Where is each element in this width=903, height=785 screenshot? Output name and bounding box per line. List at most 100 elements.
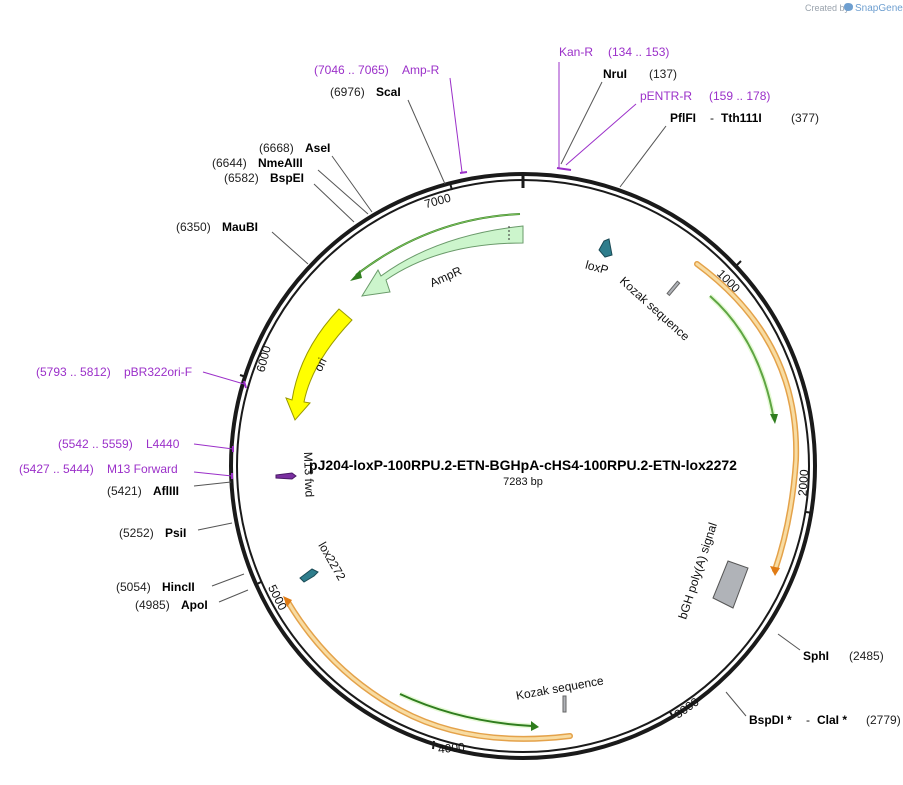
psii-name[interactable]: PsiI (165, 526, 186, 540)
nrui-pos: (137) (649, 67, 677, 81)
orf-right-fill (695, 262, 798, 572)
primer-markers (231, 167, 572, 479)
loxp-feature[interactable]: loxP (584, 238, 613, 277)
maubi-name[interactable]: MauBI (222, 220, 258, 234)
ampr-feature[interactable]: AmpR (350, 213, 524, 297)
scai-pos: (6976) (330, 85, 365, 99)
l4440-primer-name[interactable]: L4440 (146, 437, 180, 451)
tth111i-name[interactable]: Tth111I (721, 111, 762, 125)
pflfi-sep: - (710, 111, 714, 125)
hincii-name[interactable]: HincII (162, 580, 195, 594)
ampr-orf-highlight (355, 213, 521, 276)
pflfi-name[interactable]: PflFI (670, 111, 696, 125)
kozak1-marker[interactable] (666, 280, 681, 297)
ori-arrow[interactable] (285, 308, 353, 421)
m13-leader (193, 471, 233, 477)
bspei-leader (313, 183, 355, 223)
scai-name[interactable]: ScaI (376, 85, 401, 99)
maubi-pos: (6350) (176, 220, 211, 234)
kanr-primer-range: (134 .. 153) (608, 45, 669, 59)
bspdi-name[interactable]: BspDI * (749, 713, 792, 727)
plasmid-name: pJ204-loxP-100RPU.2-ETN-BGHpA-cHS4-100RP… (309, 457, 737, 473)
tick-labels: 1000 2000 3000 4000 5000 6000 7000 (253, 191, 811, 757)
pflfi-pos: (377) (791, 111, 819, 125)
pbr322-primer-range: (5793 .. 5812) (36, 365, 111, 379)
ampr-arrow[interactable] (361, 225, 524, 297)
pbr322-primer-name[interactable]: pBR322ori-F (124, 365, 192, 379)
m13-primer-name[interactable]: M13 Forward (107, 462, 178, 476)
nmeaiii-name[interactable]: NmeAIII (258, 156, 303, 170)
clai-name[interactable]: ClaI * (817, 713, 847, 727)
m13fwd-feature[interactable]: M13 fwd (275, 452, 317, 498)
kanr-primer-name[interactable]: Kan-R (559, 45, 593, 59)
tick-label-2000: 2000 (795, 469, 811, 497)
nmeaiii-leader (317, 169, 369, 215)
sphi-leader (777, 633, 801, 651)
ampr-primer-leader (449, 77, 463, 173)
orf-right-arrowhead (770, 566, 780, 576)
snapgene-branding: Created by SnapGene (805, 3, 903, 14)
l4440-leader (193, 443, 234, 450)
m13-primer-range: (5427 .. 5444) (19, 462, 94, 476)
tick-label-7000: 7000 (423, 191, 453, 212)
ori-label: ori (311, 356, 329, 374)
pbr322-primer-mark (243, 380, 247, 389)
bspei-name[interactable]: BspEI (270, 171, 304, 185)
asei-pos: (6668) (259, 141, 294, 155)
plasmid-length: 7283 bp (503, 476, 543, 488)
ori-feature[interactable]: ori (285, 308, 353, 421)
scai-leader (407, 99, 446, 185)
aflii-leader (193, 481, 232, 487)
nmeaiii-pos: (6644) (212, 156, 247, 170)
orf-bottom-feature[interactable] (283, 596, 573, 742)
m13fwd-label: M13 fwd (301, 452, 317, 498)
orf-bottom-fill (286, 600, 572, 741)
loxp-arrow[interactable] (598, 238, 613, 258)
bgh-block[interactable] (712, 560, 749, 609)
pbr322-leader (202, 371, 245, 385)
tick-3000 (669, 711, 675, 719)
pentrr-primer-name[interactable]: pENTR-R (640, 89, 692, 103)
tick-5000 (254, 581, 262, 586)
lox2272-label: lox2272 (315, 540, 348, 584)
pflfi-leader (619, 125, 667, 188)
bspdi-pos: (2779) (866, 713, 901, 727)
nrui-name[interactable]: NruI (603, 67, 627, 81)
kanr-primer-mark (556, 167, 572, 171)
lox2272-arrow[interactable] (299, 568, 319, 583)
ampr-primer-name[interactable]: Amp-R (402, 63, 440, 77)
kozak2-feature[interactable]: Kozak sequence (515, 673, 605, 713)
orf-right-feature[interactable] (694, 261, 800, 576)
orf-right-green (709, 295, 775, 421)
orf-bottom-arrowhead (283, 596, 292, 607)
leader-lines (193, 62, 801, 717)
bgh-feature[interactable]: bGH poly(A) signal (676, 521, 749, 621)
l4440-primer-range: (5542 .. 5559) (58, 437, 133, 451)
snapgene-logo-icon (844, 3, 853, 11)
snapgene-name: SnapGene (855, 3, 903, 14)
bspei-pos: (6582) (224, 171, 259, 185)
ticks (239, 182, 814, 750)
orf-bottom-outline[interactable] (285, 599, 573, 742)
ampr-primer-range: (7046 .. 7065) (314, 63, 389, 77)
orf-right-green-glow (708, 294, 777, 421)
sphi-name[interactable]: SphI (803, 649, 829, 663)
aflii-name[interactable]: AflIII (153, 484, 179, 498)
orf-bottom-green-arrowhead (531, 721, 539, 731)
asei-name[interactable]: AseI (305, 141, 330, 155)
lox2272-feature[interactable]: lox2272 (299, 540, 349, 584)
kozak2-marker[interactable] (562, 695, 567, 713)
apoi-pos: (4985) (135, 598, 170, 612)
apoi-name[interactable]: ApoI (181, 598, 208, 612)
tick-label-6000: 6000 (253, 344, 274, 374)
sphi-pos: (2485) (849, 649, 884, 663)
m13fwd-arrow[interactable] (275, 472, 297, 480)
tick-1000 (735, 260, 742, 267)
pentrr-primer-range: (159 .. 178) (709, 89, 770, 103)
pentrr-leader (565, 103, 637, 166)
kozak1-feature[interactable]: Kozak sequence (617, 274, 693, 344)
hincii-pos: (5054) (116, 580, 151, 594)
kozak2-label: Kozak sequence (515, 673, 605, 702)
aflii-pos: (5421) (107, 484, 142, 498)
